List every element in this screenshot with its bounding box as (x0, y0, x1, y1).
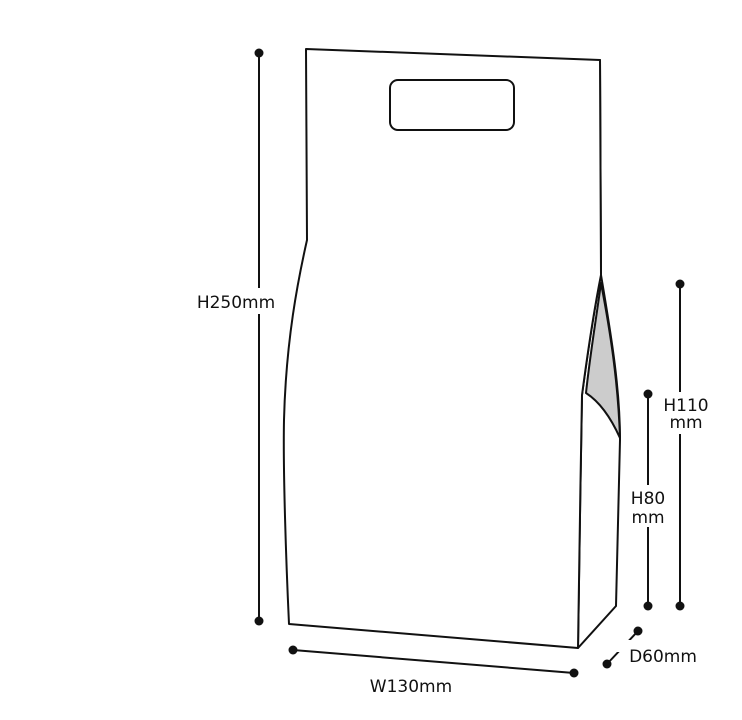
side-low-height-dimension: H80 mm (628, 389, 670, 611)
total-height-dot-bottom (254, 616, 264, 626)
h80-dot-bottom (643, 601, 653, 611)
total-height-dot-top (254, 48, 264, 58)
bag-inner-side (585, 282, 621, 439)
h80-label-line1: H80 (631, 489, 665, 509)
bag-front-panel (282, 48, 602, 649)
depth-dot-bottom (602, 659, 612, 669)
h110-label-line2: mm (669, 413, 702, 433)
h80-label-line2: mm (631, 508, 664, 528)
width-dot-right (569, 668, 579, 678)
total-height-dimension: H250mm (192, 48, 282, 626)
depth-dimension: D60mm (602, 626, 697, 669)
width-label: W130mm (370, 677, 452, 697)
handle-hole (389, 79, 515, 131)
h110-label-line1: H110 (663, 396, 708, 416)
total-height-label: H250mm (197, 293, 275, 313)
depth-label: D60mm (629, 647, 697, 667)
h80-dot-top (643, 389, 653, 399)
h110-dot-bottom (675, 601, 685, 611)
width-dot-left (288, 645, 298, 655)
width-dimension: W130mm (288, 645, 579, 697)
width-line (292, 649, 575, 674)
depth-dot-top (633, 626, 643, 636)
side-window-height-dimension: H110 mm (658, 279, 709, 611)
bag (282, 48, 621, 649)
h110-dot-top (675, 279, 685, 289)
